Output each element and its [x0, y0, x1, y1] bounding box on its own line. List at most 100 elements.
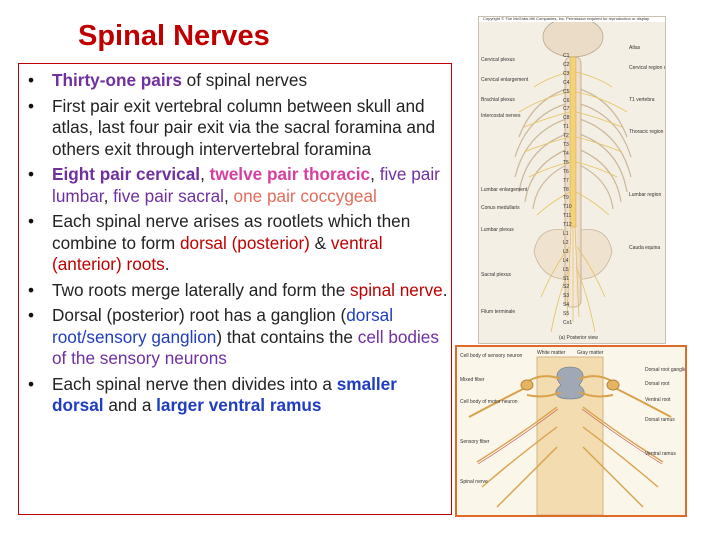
spine-segment-label: C6	[563, 97, 570, 104]
bullet-text-segment: &	[309, 232, 331, 253]
spine-right-label: T1 vertebra	[629, 97, 655, 103]
spine-segment-label: L2	[563, 239, 569, 246]
bullet-text-segment: cell bodies of the sensory neurons	[52, 326, 439, 369]
spine-segment-label: C1	[563, 53, 570, 59]
bullet-item: Dorsal (posterior) root has a ganglion (…	[22, 305, 452, 370]
spine-segment-label: S5	[563, 311, 570, 318]
cross-top-label: Gray matter	[577, 350, 604, 356]
bullet-item: Eight pair cervical, twelve pair thoraci…	[22, 164, 452, 207]
slide-title: Spinal Nerves	[78, 20, 270, 52]
bullet-item: Each spinal nerve arises as rootlets whi…	[22, 211, 452, 276]
bullet-text-segment: twelve pair thoracic	[209, 164, 371, 184]
spine-segment-label: C7	[563, 106, 570, 113]
bullet-text-segment: Dorsal (posterior) root has a ganglion (	[52, 305, 347, 325]
bullet-text-segment: ,	[223, 185, 234, 206]
bullet-text-segment: five pair lumbar	[52, 164, 440, 206]
spine-left-label: Brachial plexus	[481, 97, 515, 103]
spine-right-label: Atlas	[629, 45, 641, 51]
cross-right-label: Dorsal root ganglion	[645, 367, 687, 373]
bullet-text-segment: First pair exit vertebral column between…	[52, 95, 436, 159]
bullet-text-segment: dorsal root/sensory ganglion	[52, 305, 394, 347]
spine-segment-label: T1	[563, 124, 569, 131]
bullet-item: Two roots merge laterally and form the s…	[22, 280, 452, 302]
bullet-item: First pair exit vertebral column between…	[22, 96, 452, 161]
spine-right-label: Lumbar region	[629, 192, 662, 198]
spine-segment-label: T7	[563, 177, 569, 184]
spine-segment-label: L4	[563, 257, 569, 264]
spine-left-label: Sacral plexus	[481, 272, 512, 278]
spine-segment-label: C5	[563, 88, 570, 95]
cross-section-illustration	[468, 356, 672, 515]
spine-segment-label: Co1	[563, 320, 573, 326]
spine-left-label: Filum terminale	[481, 309, 516, 315]
bullet-text-segment: Two roots merge laterally and form the	[52, 279, 351, 300]
spine-segment-label: C8	[563, 115, 570, 122]
bullet-text-segment: dorsal (posterior)	[180, 232, 310, 253]
spine-segment-label: L1	[563, 231, 569, 237]
cross-left-label: Mixed fiber	[460, 377, 485, 383]
spine-segment-label: C3	[563, 70, 570, 77]
spine-segment-label: T12	[563, 222, 572, 229]
spine-right-label: Thoracic region of spinal cord	[629, 129, 665, 135]
spine-segment-label: T4	[563, 150, 569, 157]
cross-left-label: Cell body of sensory neuron	[460, 353, 523, 359]
bullet-item: Each spinal nerve then divides into a sm…	[22, 374, 452, 417]
bullet-text-segment: .	[164, 254, 170, 274]
bullet-text-segment: ,	[370, 164, 380, 184]
spine-left-label: Lumbar plexus	[481, 227, 514, 233]
spine-segment-label: C2	[563, 61, 570, 68]
spine-segment-label: L5	[563, 266, 569, 273]
cross-top-label: White matter	[537, 350, 566, 356]
spine-segment-label: T6	[563, 168, 569, 175]
bullet-text-segment: smaller dorsal	[52, 373, 397, 416]
bullet-text-segment: Each spinal nerve then divides into a	[52, 373, 337, 394]
spine-right-label: Cauda equina	[629, 245, 661, 251]
bullet-text-segment: ventral (anterior) roots	[52, 232, 383, 275]
spine-segment-label: S3	[563, 293, 570, 300]
spine-segment-label: T9	[563, 195, 569, 202]
spine-figure: Copyright © The McGraw-Hill Companies, I…	[478, 16, 666, 344]
bullet-text-segment: spinal nerve	[350, 279, 443, 300]
bullet-text-segment: larger ventral ramus	[156, 395, 322, 415]
bullet-text-segment: one pair coccygeal	[233, 185, 377, 206]
figure-copyright: Copyright © The McGraw-Hill Companies, I…	[483, 16, 650, 21]
bullet-text-segment: .	[442, 279, 448, 300]
bullet-text-segment: ,	[200, 164, 210, 184]
bullet-text-segment: and a	[103, 395, 157, 415]
spine-left-label: Cervical enlargement	[481, 77, 529, 83]
cross-left-label: Spinal nerve	[460, 479, 488, 485]
bullet-text-segment: ,	[103, 185, 114, 206]
cross-left-label: Cell body of motor neuron	[460, 399, 518, 405]
cross-right-label: Ventral ramus	[645, 451, 676, 457]
spine-left-label: Lumbar enlargement	[481, 187, 528, 193]
bullet-item: Thirty-one pairs of spinal nerves	[22, 70, 452, 92]
bullet-text-segment: Each spinal nerve arises as rootlets whi…	[52, 211, 411, 253]
bullet-text-segment: Eight pair cervical	[52, 164, 201, 184]
spine-right-label: Cervical region of spinal cord	[629, 65, 665, 71]
bullet-text-segment: of spinal nerves	[181, 70, 308, 90]
spine-segment-label: T3	[563, 142, 569, 148]
bullet-text-segment: ) that contains the	[216, 326, 358, 347]
spine-segment-label: S2	[563, 284, 570, 291]
spine-illustration	[479, 17, 665, 333]
bullet-text-segment: Thirty-one pairs	[52, 70, 182, 90]
cross-left-label: Sensory fiber	[460, 439, 490, 445]
spine-segment-label: C4	[563, 79, 570, 86]
spine-left-label: Cervical plexus	[481, 57, 515, 63]
bullet-list: Thirty-one pairs of spinal nervesFirst p…	[22, 70, 452, 421]
cross-right-label: Dorsal root	[645, 381, 670, 387]
spine-segment-label: T10	[563, 204, 572, 211]
spine-segment-label: S1	[563, 275, 570, 282]
spine-left-label: Conus medullaris	[481, 205, 520, 211]
spine-segment-label: T11	[563, 213, 572, 220]
cross-right-label: Ventral root	[645, 397, 671, 403]
spine-segment-label: T2	[563, 133, 569, 140]
spine-segment-label: T5	[563, 159, 569, 166]
spine-segment-label: L3	[563, 248, 569, 255]
spine-segment-label: S4	[563, 302, 570, 309]
figure-view-label: (a) Posterior view	[559, 335, 598, 341]
spine-segment-label: T8	[563, 186, 569, 193]
cross-right-label: Dorsal ramus	[645, 417, 675, 423]
bullet-text-segment: five pair sacral	[113, 185, 224, 206]
